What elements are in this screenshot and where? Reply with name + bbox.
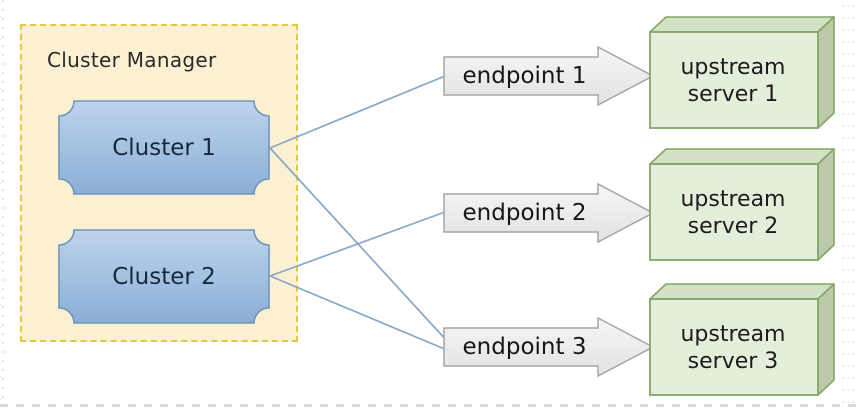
- cluster-1-label: Cluster 1: [112, 134, 216, 161]
- page-edge-dotted-right: [841, 0, 857, 408]
- edge-cluster2-endpoint2: [269, 211, 446, 277]
- endpoint-1-arrow: endpoint 1: [443, 45, 655, 107]
- upstream-server-3-label: upstream server 3: [680, 321, 786, 374]
- cluster-manager-label: Cluster Manager: [47, 48, 217, 72]
- cluster-1-shape: Cluster 1: [58, 100, 270, 195]
- cube-graphic: [649, 148, 835, 261]
- endpoint-2-arrow: endpoint 2: [443, 182, 655, 244]
- cube-graphic: [649, 283, 835, 396]
- upstream-server-3-box: upstream server 3: [649, 279, 837, 396]
- endpoint-3-label: endpoint 3: [462, 334, 587, 360]
- cube-graphic: [649, 16, 835, 129]
- endpoint-2-label: endpoint 2: [462, 200, 587, 226]
- right-arrow-graphic: [443, 45, 655, 107]
- page-edge-dotted-left: [2, 0, 4, 408]
- cluster-2-label: Cluster 2: [112, 263, 216, 290]
- plaque-shape-graphic: [58, 100, 270, 195]
- endpoint-3-arrow: endpoint 3: [443, 316, 655, 378]
- edge-cluster1-endpoint1: [269, 75, 446, 149]
- cluster-2-shape: Cluster 2: [58, 229, 270, 324]
- right-arrow-graphic: [443, 182, 655, 244]
- upstream-server-2-label: upstream server 2: [680, 186, 786, 239]
- edge-cluster2-endpoint3: [269, 275, 448, 351]
- upstream-server-1-box: upstream server 1: [649, 12, 837, 129]
- upstream-server-1-label: upstream server 1: [680, 54, 786, 107]
- endpoint-1-label: endpoint 1: [462, 63, 587, 89]
- plaque-shape-graphic: [58, 229, 270, 324]
- page-edge-dashed-bottom: [0, 404, 857, 407]
- upstream-server-2-box: upstream server 2: [649, 144, 837, 261]
- right-arrow-graphic: [443, 316, 655, 378]
